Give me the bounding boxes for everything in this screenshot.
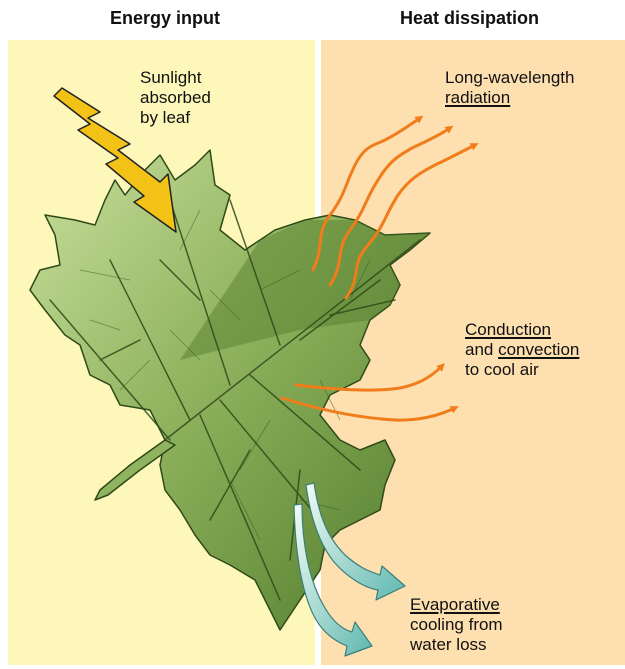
- sunlight-label: Sunlight absorbed by leaf: [140, 68, 211, 128]
- sunlight-label-line2: absorbed: [140, 88, 211, 108]
- conduction-label-convection: convection: [498, 340, 579, 359]
- evaporative-label-line3: water loss: [410, 635, 503, 655]
- radiation-label: Long-wavelength radiation: [445, 68, 574, 108]
- radiation-label-line1: Long-wavelength: [445, 68, 574, 88]
- radiation-label-line2: radiation: [445, 88, 510, 107]
- radiation-arrows: [313, 118, 475, 298]
- sunlight-label-line1: Sunlight: [140, 68, 211, 88]
- conduction-label-line3: to cool air: [465, 360, 579, 380]
- sunlight-label-line3: by leaf: [140, 108, 211, 128]
- conduction-label: Conduction and convection to cool air: [465, 320, 579, 380]
- evaporative-label: Evaporative cooling from water loss: [410, 595, 503, 655]
- conduction-label-and: and: [465, 340, 498, 359]
- conduction-label-line1: Conduction: [465, 320, 551, 339]
- evaporative-label-line2: cooling from: [410, 615, 503, 635]
- evaporative-label-line1: Evaporative: [410, 595, 500, 614]
